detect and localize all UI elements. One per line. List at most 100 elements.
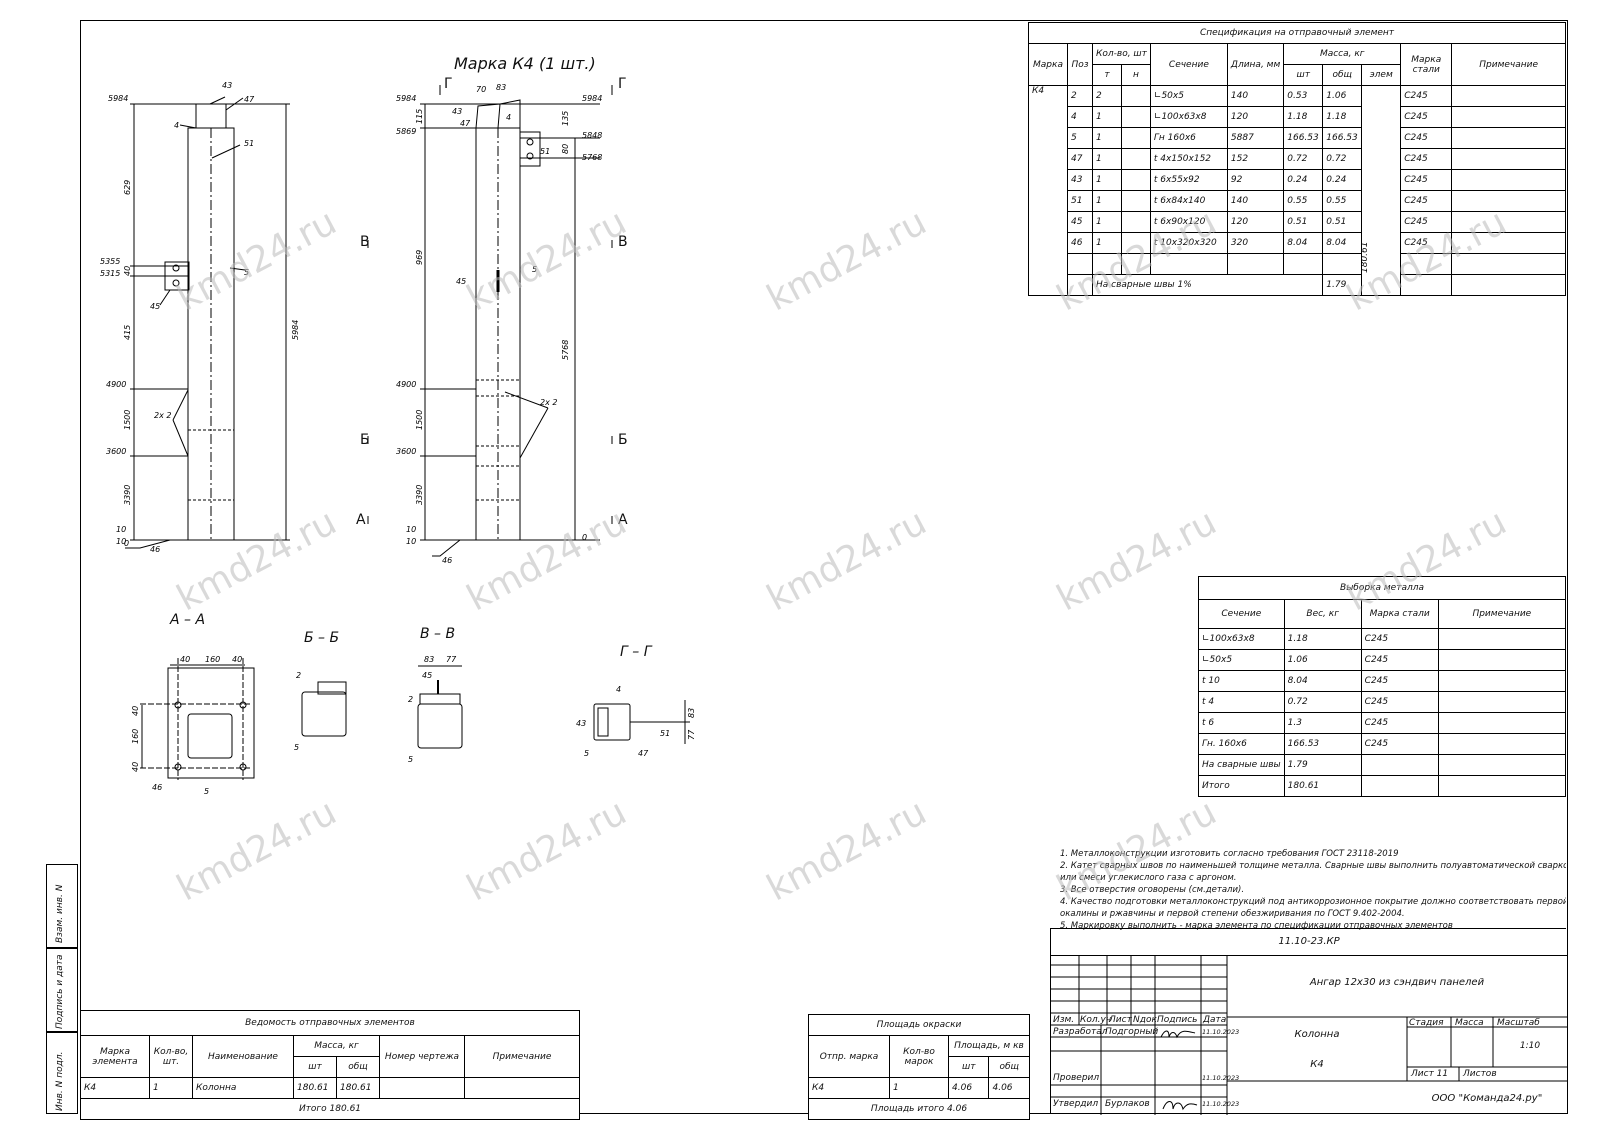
paint-h-sht: шт	[947, 1056, 990, 1078]
stamp-role1: Разработал	[1053, 1027, 1108, 1037]
vyborka-cell: 1.18	[1283, 628, 1362, 650]
elev: 5984	[396, 94, 416, 103]
spec-cell	[1120, 85, 1151, 107]
spec-cell	[1120, 127, 1151, 149]
stamp-element-mark: К4	[1310, 1059, 1324, 1070]
pos: 43	[452, 107, 462, 116]
dim: 5768	[561, 340, 570, 360]
spec-cell	[1067, 274, 1093, 296]
section-mark-v: В	[618, 234, 628, 250]
section-vv-title: В – В	[420, 626, 456, 642]
paint-cell: 4.06	[947, 1077, 990, 1099]
spec-cell	[1451, 274, 1566, 296]
spec-cell: 166.53	[1322, 127, 1363, 149]
dim: 10	[116, 537, 126, 546]
table-row	[1029, 253, 1566, 275]
paint-h-qty: Кол-во марок	[889, 1035, 949, 1078]
spec-h-sht: шт	[1283, 64, 1324, 86]
spec-cell: 120	[1226, 211, 1285, 233]
spec-cell	[1451, 169, 1566, 191]
dim: 115	[415, 109, 424, 124]
pos: 45	[456, 277, 466, 286]
spec-cell	[1120, 106, 1151, 128]
vyborka-cell: С245	[1360, 691, 1439, 713]
stamp-h-date: Дата	[1203, 1015, 1227, 1025]
spec-cell: 4	[1067, 106, 1093, 128]
spec-cell: 1	[1092, 148, 1122, 170]
pos: 5	[244, 268, 249, 277]
side-stamp-c: Инв. N подл.	[46, 1032, 78, 1114]
title-block: 11.10-23.КР Ангар 12х30 из сэндвич панел…	[1050, 928, 1567, 1115]
dim: 83	[496, 83, 506, 92]
spec-cell	[1451, 232, 1566, 254]
section-mark-b: Б	[618, 432, 628, 448]
spec-cell: 43	[1067, 169, 1093, 191]
spec-cell: 320	[1226, 232, 1285, 254]
spec-h-qty: Кол-во, шт	[1092, 43, 1151, 65]
spec-cell: 8.04	[1283, 232, 1324, 254]
dim: 160	[131, 729, 140, 744]
note-line: окалины и ржавчины и первой степени обез…	[1060, 909, 1405, 919]
pos: 4	[174, 121, 179, 130]
stamp-sheet: Лист 11	[1411, 1069, 1449, 1079]
spec-cell: 5	[1067, 127, 1093, 149]
spec-cell	[1120, 169, 1151, 191]
side-label: Подпись и дата	[55, 954, 65, 1029]
spec-cell: 120	[1226, 106, 1285, 128]
vedomost-cell: 1	[149, 1077, 193, 1099]
stamp-h-scale: Масштаб	[1497, 1018, 1540, 1028]
pos: 5	[532, 265, 537, 274]
dim: 40	[123, 266, 132, 276]
dim: 40	[232, 655, 242, 664]
stamp-project: Ангар 12х30 из сэндвич панелей	[1309, 977, 1485, 988]
spec-cell	[1120, 190, 1151, 212]
section-mark-a: А	[618, 512, 628, 528]
elev: 5315	[100, 269, 120, 278]
dim: 40	[131, 762, 140, 772]
vyborka-cell	[1360, 775, 1439, 797]
pos: 4	[616, 685, 621, 694]
vyborka-table: Выборка металла Сечение Вес, кг Марка ст…	[1198, 576, 1567, 797]
paint-h-mark: Отпр. марка	[808, 1035, 890, 1078]
vyborka-cell: ∟50х5	[1198, 649, 1285, 671]
spec-h-mass: Масса, кг	[1283, 43, 1402, 65]
stamp-h-ndok: Nдок	[1133, 1015, 1157, 1025]
section-mark-a: А	[356, 512, 366, 528]
spec-cell	[1322, 253, 1363, 275]
spec-cell: 140	[1226, 85, 1285, 107]
spec-cell: t 6х55х92	[1149, 169, 1228, 191]
dim: 160	[205, 655, 220, 664]
vedomost-h-sht: шт	[293, 1056, 337, 1078]
section-aa-title: А – А	[170, 612, 206, 628]
elev: 4900	[106, 380, 126, 389]
spec-cell: С245	[1400, 127, 1453, 149]
paint-cell: 1	[889, 1077, 949, 1099]
vedomost-cell: 180.61	[293, 1077, 337, 1099]
stamp-role2: Проверил	[1053, 1073, 1100, 1083]
pos: 2х 2	[154, 411, 171, 420]
stamp-company: ООО "Команда24.ру"	[1431, 1093, 1543, 1104]
spec-cell: С245	[1400, 85, 1453, 107]
pos: 5	[584, 749, 589, 758]
spec-cell: 1.18	[1283, 106, 1324, 128]
stamp-date1: 11.10.2023	[1202, 1028, 1240, 1036]
stamp-scale: 1:10	[1519, 1041, 1541, 1051]
vyborka-cell	[1437, 649, 1567, 671]
spec-cell	[1451, 253, 1566, 275]
spec-cell: 0.72	[1322, 148, 1363, 170]
stamp-date2: 11.10.2023	[1202, 1074, 1240, 1082]
vedomost-cell	[379, 1077, 465, 1099]
elev: 3600	[396, 447, 416, 456]
vyborka-cell	[1360, 754, 1439, 776]
spec-cell: 92	[1226, 169, 1285, 191]
vyborka-cell: 1.79	[1283, 754, 1362, 776]
vyborka-cell: 180.61	[1283, 775, 1362, 797]
pos: 43	[576, 719, 586, 728]
spec-cell	[1451, 211, 1566, 233]
spec-cell	[1451, 148, 1566, 170]
dim: 77	[687, 729, 696, 740]
vedomost-h-mass: Масса, кг	[293, 1035, 380, 1057]
